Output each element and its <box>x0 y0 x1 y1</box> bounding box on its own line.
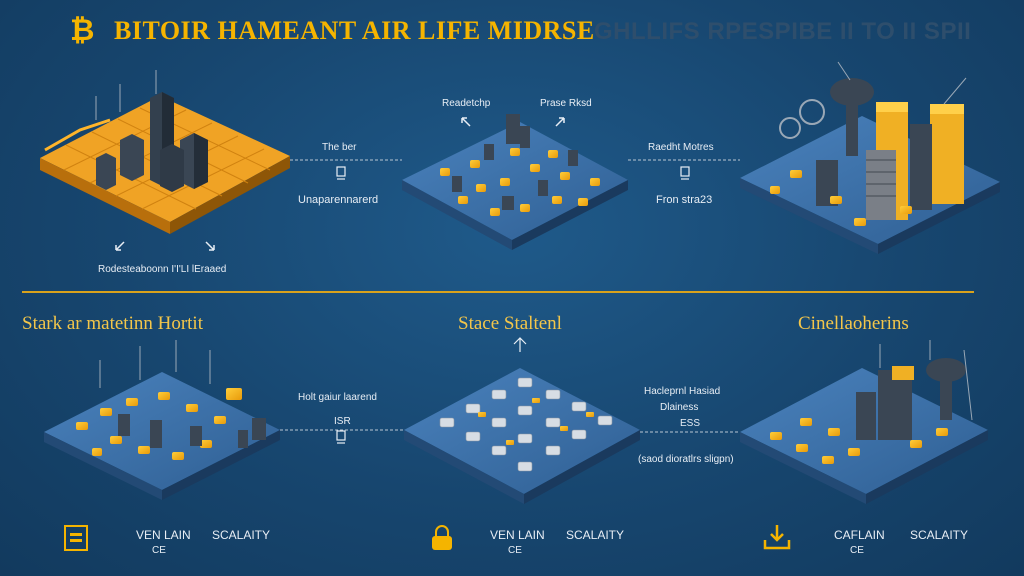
platform-bottom-middle <box>404 337 640 504</box>
bitcoin-icon: ₿ <box>70 13 95 48</box>
platform-top-left <box>40 70 290 251</box>
header: ₿ BITOIR HAMEANT AIR LIFE MIDRSE GHLLIFS… <box>70 12 1010 48</box>
bottom-connectors <box>280 429 740 433</box>
page-subtitle-faded: GHLLIFS RPESPIBE II TO II SPII <box>594 18 972 45</box>
top-middle-tag-1: Readetchp <box>442 98 491 109</box>
platform-top-right <box>740 61 1000 254</box>
bottom-link2-sublabel: ESS <box>680 418 701 429</box>
section-divider <box>22 291 974 293</box>
bottom-link2-label: Hacleprnl Hasiad <box>644 386 721 397</box>
bottom-link1-label: Holt gaiur laarend <box>298 392 377 403</box>
top-link2-sublabel: Fron stra23 <box>656 194 713 206</box>
platform-top-middle <box>402 114 628 250</box>
footer-label-3b: SCALAITY <box>910 528 969 542</box>
section-title-right: Cinellaoherins <box>798 313 909 334</box>
footer-label-3a: CAFLAIN <box>834 528 885 542</box>
top-link2-label: Raedht Motres <box>648 142 714 153</box>
bottom-link2-middle: Dlainess <box>660 402 699 413</box>
top-link1-label: The ber <box>322 142 357 153</box>
footer-label-2b: SCALAITY <box>566 528 625 542</box>
footer-sublabel-1a: CE <box>152 545 166 556</box>
platform-bottom-right <box>740 340 988 504</box>
footer-label-2a: VEN LAIN <box>490 528 545 542</box>
footer-sublabel-2a: CE <box>508 545 522 556</box>
bottom-link2-note: (saod dioratlrs sligpn) <box>638 454 734 465</box>
top-middle-tag-2: Prase Rksd <box>540 98 592 109</box>
top-link1-sublabel: Unaparennarerd <box>298 194 379 206</box>
section-title-left: Stark ar matetinn Hortit <box>22 313 203 334</box>
padlock-icon <box>432 525 452 550</box>
footer-label-1b: SCALAITY <box>212 528 271 542</box>
footer-label-1a: VEN LAIN <box>136 528 191 542</box>
document-stack-icon <box>64 525 88 551</box>
download-tray-icon <box>763 525 791 550</box>
top-left-caption: Rodesteaboonn I'I'LI lEraaed <box>98 264 227 275</box>
section-title-middle: Stace Staltenl <box>458 313 562 334</box>
footer-sublabel-3a: CE <box>850 545 864 556</box>
platform-bottom-left <box>44 340 280 500</box>
bottom-link1-sublabel: ISR <box>334 416 351 427</box>
page-title: BITOIR HAMEANT AIR LIFE MIDRSE <box>114 16 595 45</box>
